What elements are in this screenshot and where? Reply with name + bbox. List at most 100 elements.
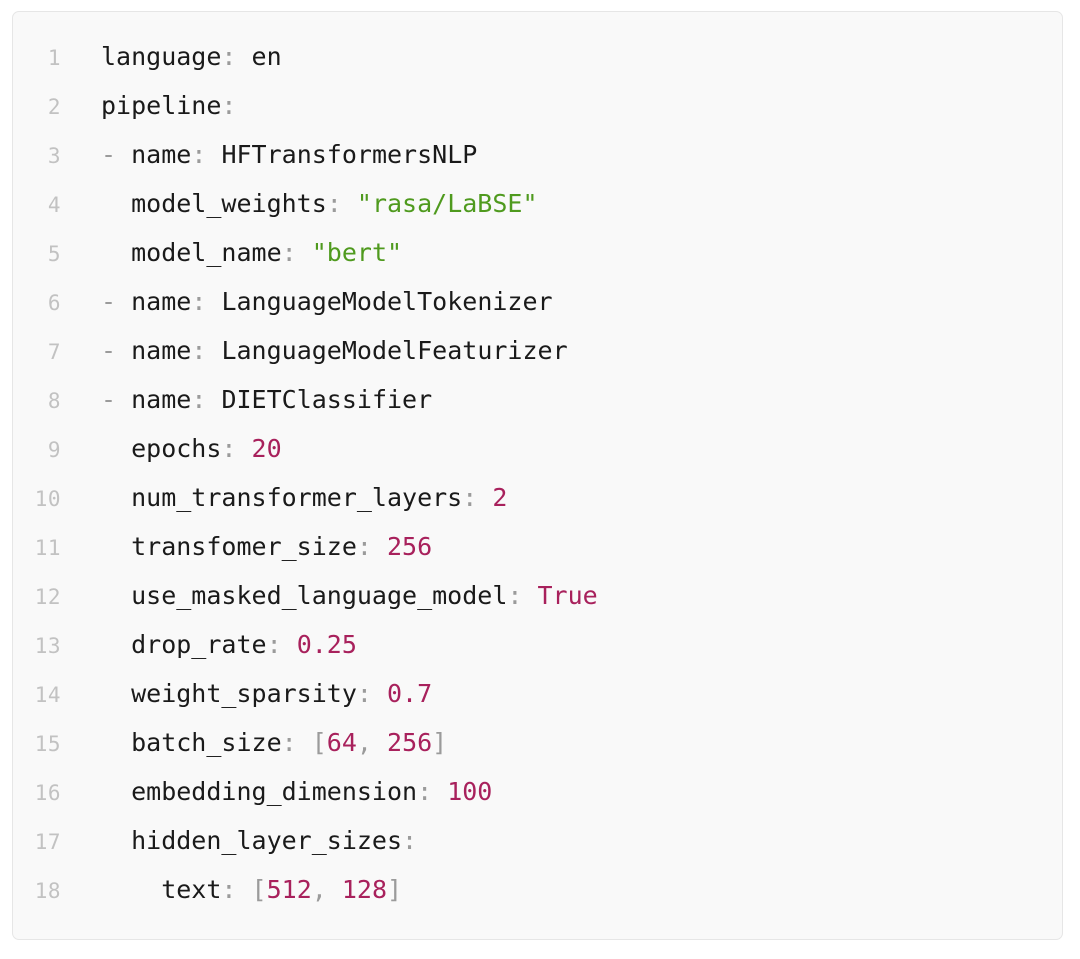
line-number: 4 [47,193,61,217]
code-line-content[interactable]: use_masked_language_model: True [61,571,598,620]
code-token: ] [432,728,448,757]
code-line-content[interactable]: embedding_dimension: 100 [61,767,492,816]
code-token: : [221,875,237,904]
code-token: : [356,679,372,708]
code-token: True [522,581,598,610]
code-line: 10 num_transformer_layers: 2 [13,473,1062,522]
code-token: 2 [477,483,508,512]
code-token: : [281,238,297,267]
code-token: 64 [326,728,357,757]
line-number: 18 [34,879,61,903]
code-token: : [191,140,207,169]
line-number: 7 [47,340,61,364]
code-token: DIETClassifier [206,385,433,414]
line-number: 8 [47,389,61,413]
code-line-content[interactable]: drop_rate: 0.25 [61,620,357,669]
code-line: 16 embedding_dimension: 100 [13,767,1062,816]
code-token: hidden_layer_sizes [101,826,403,855]
code-line: 14 weight_sparsity: 0.7 [13,669,1062,718]
code-token: pipeline [101,91,222,120]
code-token: [ [236,875,267,904]
line-number: 16 [34,781,61,805]
code-token: , [356,728,388,757]
code-token: , [311,875,342,904]
code-token: name [116,140,192,169]
code-line-content[interactable]: batch_size: [64, 256] [61,718,447,767]
line-number: 2 [47,95,61,119]
line-number: 3 [47,144,61,168]
code-line: 7- name: LanguageModelFeaturizer [13,326,1062,375]
code-token: : [191,385,207,414]
code-line-content[interactable]: num_transformer_layers: 2 [61,473,507,522]
code-line: 8- name: DIETClassifier [13,375,1062,424]
code-token: LanguageModelFeaturizer [206,336,568,365]
code-token: 256 [387,728,433,757]
code-token: model_weights [101,189,327,218]
line-number: 12 [34,585,61,609]
code-line-content[interactable]: - name: HFTransformersNLP [61,130,477,179]
code-line: 3- name: HFTransformersNLP [13,130,1062,179]
code-token: model_name [101,238,282,267]
code-token: batch_size [101,728,282,757]
code-line-content[interactable]: language: en [61,32,282,81]
code-line-content[interactable]: - name: LanguageModelTokenizer [61,277,553,326]
code-token: drop_rate [101,630,267,659]
code-token: : [356,532,372,561]
code-line: 9 epochs: 20 [13,424,1062,473]
code-token: [ [296,728,327,757]
code-token: : [191,336,207,365]
code-token: LanguageModelTokenizer [206,287,553,316]
code-line-content[interactable]: model_name: "bert" [61,228,402,277]
code-token: use_masked_language_model [101,581,508,610]
code-token: 256 [371,532,433,561]
code-line: 4 model_weights: "rasa/LaBSE" [13,179,1062,228]
code-token: - [101,385,117,414]
code-token: : [507,581,523,610]
code-token: : [191,287,207,316]
code-token: : [402,826,418,855]
code-line-content[interactable]: - name: DIETClassifier [61,375,432,424]
line-number: 10 [34,487,61,511]
code-line-content[interactable]: model_weights: "rasa/LaBSE" [61,179,537,228]
code-line-content[interactable]: - name: LanguageModelFeaturizer [61,326,568,375]
code-line-content[interactable]: weight_sparsity: 0.7 [61,669,432,718]
line-number: 6 [47,291,61,315]
code-token: : [266,630,282,659]
code-token: : [221,91,237,120]
code-line: 6- name: LanguageModelTokenizer [13,277,1062,326]
line-number: 9 [47,438,61,462]
code-token: - [101,287,117,316]
code-line: 11 transfomer_size: 256 [13,522,1062,571]
line-number: 14 [34,683,61,707]
code-token: HFTransformersNLP [206,140,478,169]
code-token: - [101,336,117,365]
code-token: name [116,336,192,365]
code-token: : [462,483,478,512]
code-token: 512 [266,875,312,904]
code-token: 0.7 [371,679,433,708]
code-line-content[interactable]: text: [512, 128] [61,865,402,914]
code-line: 12 use_masked_language_model: True [13,571,1062,620]
code-token: : [326,189,342,218]
code-line-content[interactable]: transfomer_size: 256 [61,522,432,571]
code-line-content[interactable]: epochs: 20 [61,424,282,473]
code-token: name [116,385,192,414]
code-token: 20 [236,434,282,463]
line-number: 5 [47,242,61,266]
code-line-content[interactable]: hidden_layer_sizes: [61,816,417,865]
code-token: name [116,287,192,316]
code-line: 18 text: [512, 128] [13,865,1062,914]
line-number: 17 [34,830,61,854]
code-token: num_transformer_layers [101,483,463,512]
code-token: : [221,434,237,463]
code-token: : [417,777,433,806]
line-number: 13 [34,634,61,658]
code-token: transfomer_size [101,532,357,561]
code-line: 15 batch_size: [64, 256] [13,718,1062,767]
code-token: "bert" [296,238,403,267]
line-number: 1 [47,46,61,70]
code-line-content[interactable]: pipeline: [61,81,236,130]
